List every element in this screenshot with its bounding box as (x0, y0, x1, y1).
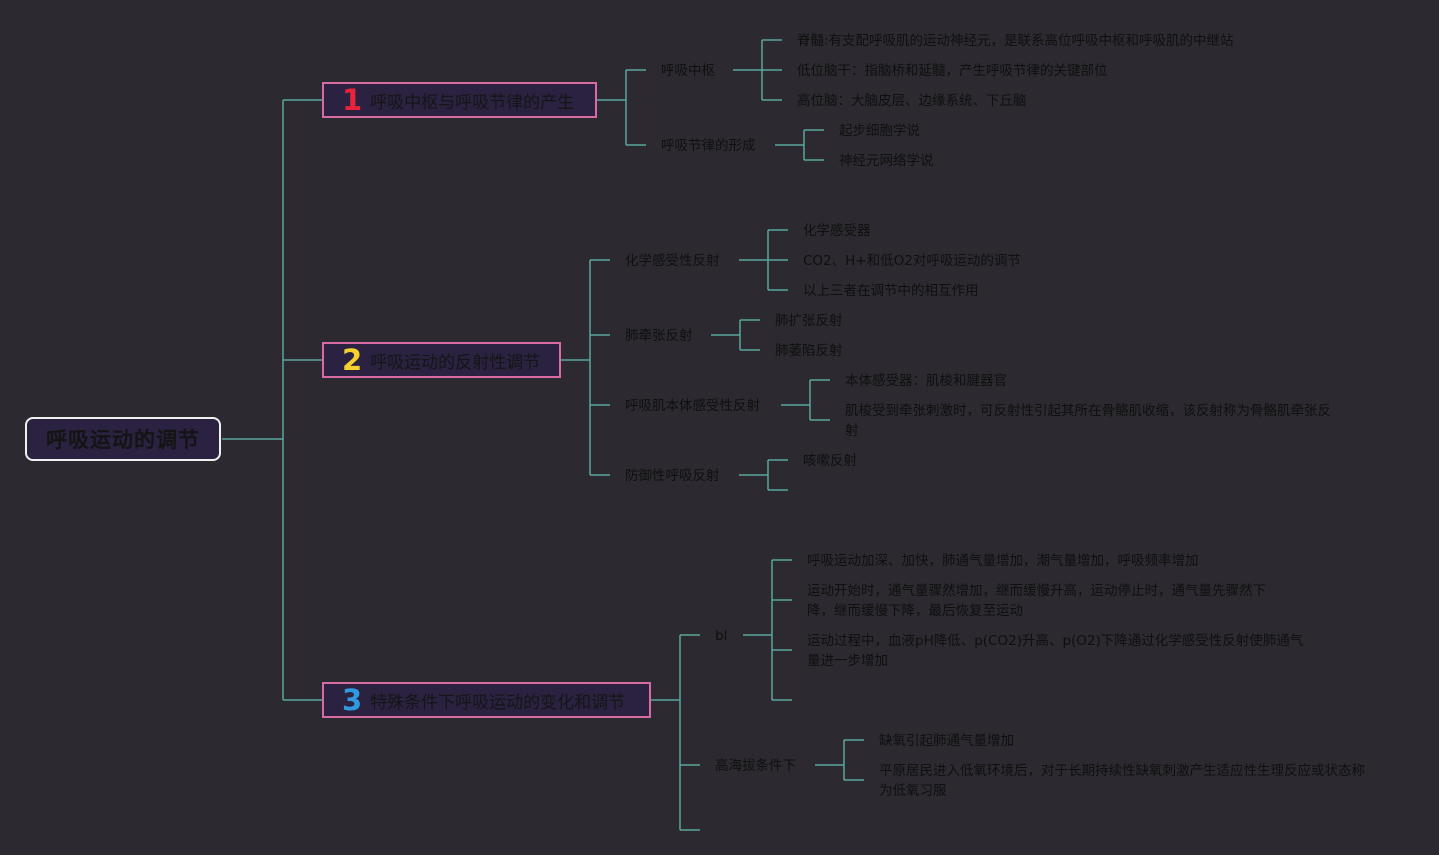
leaf-deflation-reflex[interactable]: 肺萎陷反射 (775, 343, 843, 359)
branch-number-2: 2 (342, 342, 363, 377)
node-chemoreceptor-reflex[interactable]: 化学感受性反射 (625, 253, 720, 269)
leaf-chemoreceptor[interactable]: 化学感受器 (803, 223, 871, 239)
node-defensive-reflex[interactable]: 防御性呼吸反射 (625, 468, 720, 484)
leaf-exercise-ph[interactable]: 运动过程中，血液pH降低、p(CO2)升高、p(O2)下降通过化学感受性反射使肺… (807, 633, 1304, 669)
leaf-cough-reflex[interactable]: 咳嗽反射 (803, 453, 857, 469)
node-rhythm-formation[interactable]: 呼吸节律的形成 (661, 138, 756, 154)
leaf-inflation-reflex[interactable]: 肺扩张反射 (775, 313, 843, 329)
root-node[interactable]: 呼吸运动的调节 (25, 417, 221, 461)
leaf-higher-brain[interactable]: 高位脑：大脑皮层、边缘系统、下丘脑 (797, 93, 1027, 109)
leaf-muscle-spindle[interactable]: 肌梭受到牵张刺激时，可反射性引起其所在骨骼肌收缩，该反射称为骨骼肌牵张反射 (845, 403, 1331, 439)
node-proprioceptive-reflex[interactable]: 呼吸肌本体感受性反射 (625, 398, 760, 414)
leaf-co2-h-o2[interactable]: CO2、H+和低O2对呼吸运动的调节 (803, 253, 1021, 269)
branch-node-3[interactable]: 3 特殊条件下呼吸运动的变化和调节 (322, 682, 651, 718)
branch-label-1: 呼吸中枢与呼吸节律的产生 (370, 92, 575, 113)
leaf-exercise-deeper[interactable]: 呼吸运动加深、加快，肺通气量增加，潮气量增加，呼吸频率增加 (807, 553, 1199, 569)
node-exercise[interactable]: bl (715, 628, 728, 644)
branch-number-1: 1 (342, 82, 363, 117)
leaf-hypoxia-ventilation[interactable]: 缺氧引起肺通气量增加 (879, 733, 1014, 749)
node-stretch-reflex[interactable]: 肺牵张反射 (625, 328, 693, 344)
leaf-proprioceptor[interactable]: 本体感受器：肌梭和腱器官 (845, 373, 1007, 389)
leaf-network-theory[interactable]: 神经元网络学说 (839, 153, 934, 169)
leaf-interaction[interactable]: 以上三者在调节中的相互作用 (803, 283, 979, 299)
branch-node-2[interactable]: 2 呼吸运动的反射性调节 (322, 342, 561, 378)
leaf-spinal-cord[interactable]: 脊髓:有支配呼吸肌的运动神经元，是联系高位呼吸中枢和呼吸肌的中继站 (797, 33, 1234, 49)
branch-node-1[interactable]: 1 呼吸中枢与呼吸节律的产生 (322, 82, 597, 118)
leaf-exercise-start-stop[interactable]: 运动开始时，通气量骤然增加，继而缓慢升高，运动停止时，通气量先骤然下降，继而缓慢… (807, 583, 1266, 619)
leaf-acclimatization[interactable]: 平原居民进入低氧环境后，对于长期持续性缺氧刺激产生适应性生理反应或状态称为低氧习… (879, 763, 1365, 799)
branch-label-2: 呼吸运动的反射性调节 (370, 352, 541, 373)
node-respiratory-center[interactable]: 呼吸中枢 (661, 63, 715, 79)
node-high-altitude[interactable]: 高海拔条件下 (715, 758, 796, 774)
branch-number-3: 3 (342, 682, 363, 717)
branch-label-3: 特殊条件下呼吸运动的变化和调节 (370, 692, 626, 713)
leaf-pacemaker-theory[interactable]: 起步细胞学说 (839, 123, 920, 139)
leaf-lower-brainstem[interactable]: 低位脑干：指脑桥和延髓，产生呼吸节律的关键部位 (797, 63, 1108, 79)
